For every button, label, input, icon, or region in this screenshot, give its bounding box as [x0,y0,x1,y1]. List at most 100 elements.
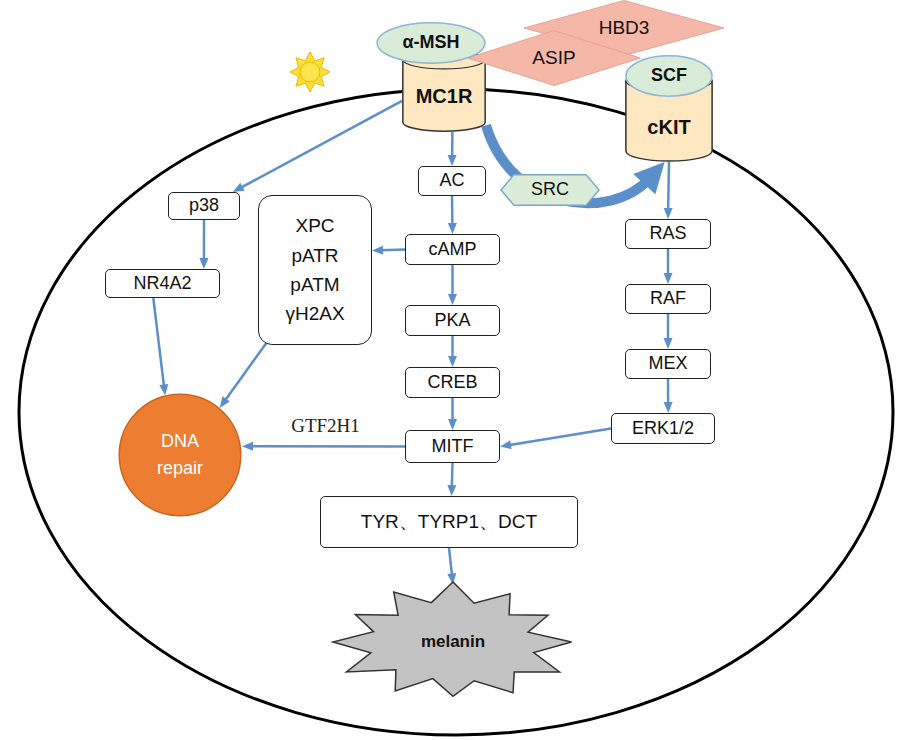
arrow-connector [448,196,457,234]
process-box: PKA [405,305,500,336]
process-box: MEX [625,349,711,379]
arrow-line [667,314,670,341]
kinase-hexagon: SRC [500,174,600,206]
arrow-connector [220,342,267,408]
hexagon-shape [501,175,599,206]
arrow-line [153,298,164,387]
process-box: RAF [625,284,711,314]
arrow-connector [199,220,208,269]
arrow-connector [153,298,168,395]
product-starburst: melanin [330,582,576,702]
node-text: cKIT [647,115,690,139]
arrow-connector [664,379,673,413]
node-text: MITF [432,436,474,458]
arrow-connector [664,314,673,349]
node-text: α-MSH [402,32,459,54]
ellipse-shape [377,23,485,63]
process-box: NR4A2 [105,269,220,298]
process-box: RAS [625,219,711,249]
arrow-line [203,220,206,261]
arrow-line [240,101,402,188]
node-text: p38 [189,195,219,217]
process-box: ERK1/2 [611,413,715,444]
diamond-shape [468,31,640,86]
arrow-line [667,379,670,405]
arrow-connector [664,162,673,219]
arrow-connector [447,463,456,496]
arrow-connector [448,265,457,305]
arrow-head [372,246,383,255]
arrow-connector [447,548,456,584]
process-box: MITF [405,430,500,463]
cell-membrane [19,89,893,735]
arrow-head [448,419,457,430]
arrow-line [451,398,454,422]
cylinder-rim [626,81,712,91]
arrow-connector [242,442,405,451]
process-box: AC [418,166,486,196]
node-text: DNA repair [150,428,210,482]
arrow-connector [448,336,457,367]
arrow-line [380,248,405,251]
arrow-head [500,440,512,449]
arrow-head [199,258,208,269]
gene-box: TYR、TYRP1、DCT [320,496,578,548]
arrow-connector [372,246,405,255]
arrow-line [451,336,454,359]
arrow-connector [448,132,457,166]
node-text: TYR、TYRP1、DCT [361,511,537,534]
arrow-connector [233,101,402,192]
circle-shape [119,394,241,516]
ligand-diamond: ASIP [466,30,642,86]
process-box: CREB [405,367,500,398]
node-text: AC [439,170,464,192]
cylinder-body [403,51,485,131]
arrow-head [233,183,245,192]
process-box: cAMP [405,234,500,265]
arrow-head [448,155,457,166]
arrow-head [664,208,673,219]
outcome-circle-outline [118,393,242,517]
arrow-connector [448,398,457,430]
outcome-circle: DNA repair [118,393,242,517]
sun-disc [300,62,320,82]
marker-list-box: XPC pATR pATM γH2AX [258,195,372,345]
arrow-head [242,442,253,451]
node-text: SRC [531,179,569,201]
node-text: PKA [434,310,470,332]
node-text: ASIP [532,47,575,70]
arrow-head [447,485,456,496]
ligand-ellipse: SCF [625,55,713,97]
arrow-head [448,294,457,305]
edge-label: GTF2H1 [291,415,360,437]
ligand-ellipse: α-MSH [376,22,486,64]
node-text: CREB [427,372,477,394]
sun-rays [290,52,330,92]
node-text: MEX [648,353,687,375]
arrow-line [667,249,670,276]
arrow-line [667,162,670,211]
arrow-connector [664,249,673,284]
arrow-line [451,463,454,488]
arrow-line [449,548,452,576]
arrow-head [159,384,168,395]
arrow-line [508,429,611,446]
arrow-head [664,338,673,349]
arrow-head [664,402,673,413]
node-text: XPC pATR pATM γH2AX [279,211,351,329]
node-text: RAS [649,223,686,245]
node-text: melanin [421,632,485,652]
process-box: p38 [168,192,240,220]
node-text: RAF [650,288,686,310]
node-text: cAMP [428,239,476,261]
arrow-connector [500,429,611,450]
node-text: NR4A2 [133,273,191,295]
arrow-line [250,445,405,448]
arrow-line [451,265,454,297]
arrow-head [664,273,673,284]
arrow-head [220,396,230,408]
node-text: HBD3 [599,17,650,40]
arrow-head [448,223,457,234]
node-text: ERK1/2 [632,418,694,440]
arrow-line [451,196,454,226]
